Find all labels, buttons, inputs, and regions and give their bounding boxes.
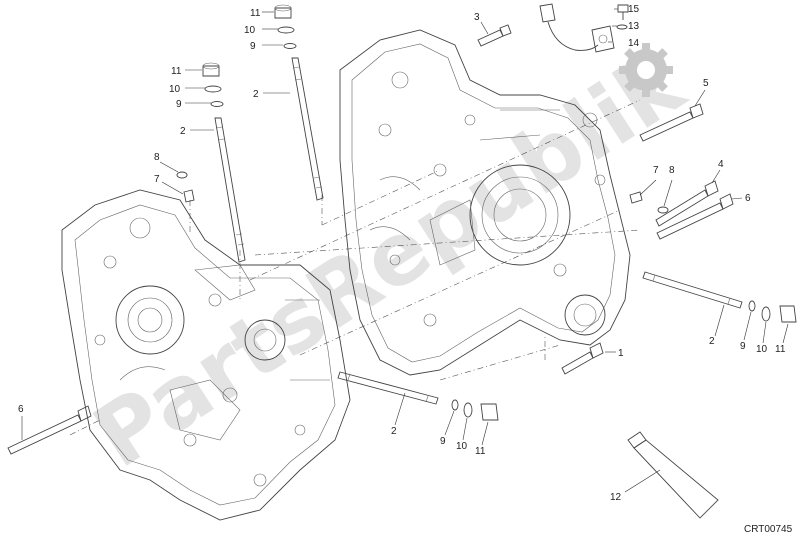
sensor-14: [539, 3, 615, 53]
sealant-tube-12: [627, 431, 719, 519]
callout-6: 6: [745, 193, 751, 204]
dowel-7-right: [629, 191, 643, 204]
callout-9: 9: [740, 341, 746, 352]
callout-7: 7: [154, 174, 160, 185]
sealing-ring-9-right: [748, 300, 756, 312]
callout-8: 8: [669, 165, 675, 176]
screw-15: [617, 4, 629, 20]
bolt-1: [561, 342, 604, 375]
callout-11: 11: [250, 8, 261, 19]
callout-2: 2: [709, 336, 715, 347]
callout-6: 6: [18, 404, 24, 415]
callout-1: 1: [618, 348, 624, 359]
callout-13: 13: [628, 21, 640, 32]
stud-2-center: [291, 57, 324, 201]
washer-10-right: [761, 306, 771, 322]
callout-10: 10: [756, 344, 768, 355]
callout-2: 2: [253, 89, 259, 100]
callout-2: 2: [180, 126, 186, 137]
callout-15: 15: [628, 4, 640, 15]
watermark-text: PartsRepublik: [77, 33, 702, 487]
washer-10-bottom: [463, 402, 473, 418]
callout-5: 5: [703, 78, 709, 89]
callout-3: 3: [474, 12, 480, 23]
nut-11-left: [202, 62, 220, 77]
bolt-6-right: [656, 193, 734, 240]
washer-10-left: [204, 85, 222, 93]
nut-11-right: [779, 305, 797, 323]
callout-9: 9: [176, 99, 182, 110]
callout-9: 9: [440, 436, 446, 447]
callout-labels: 11 10 9 2 11 10 9 2 8 7 3 15 13 14 5 7 8…: [18, 4, 786, 503]
stud-2-bottom: [337, 371, 439, 405]
callout-7: 7: [653, 165, 659, 176]
callout-11: 11: [171, 66, 182, 77]
callout-4: 4: [718, 159, 724, 170]
left-crankcase-half: [61, 189, 351, 521]
bolt-3: [477, 24, 512, 47]
callout-10: 10: [169, 84, 181, 95]
callout-11: 11: [475, 446, 486, 457]
bolt-4: [655, 180, 719, 227]
callout-10: 10: [244, 25, 256, 36]
stud-2-left: [214, 117, 246, 263]
sealing-ring-9-left: [210, 101, 224, 107]
callout-14: 14: [628, 38, 640, 49]
nut-11-center: [274, 4, 292, 19]
callout-10: 10: [456, 441, 468, 452]
alignment-lines: [69, 99, 641, 436]
gear-icon: [619, 43, 673, 97]
callout-8: 8: [154, 152, 160, 163]
bolt-6-left: [7, 405, 92, 455]
callout-11: 11: [775, 344, 786, 355]
washer-13: [616, 24, 628, 30]
callout-12: 12: [610, 492, 622, 503]
callout-9: 9: [250, 41, 256, 52]
right-crankcase-half: [339, 29, 631, 376]
o-ring-8-left: [176, 171, 188, 179]
callout-2: 2: [391, 426, 397, 437]
stud-2-right: [642, 271, 743, 309]
bolt-5: [639, 103, 704, 142]
leader-lines: [21, 8, 789, 493]
diagram-code: CRT00745: [744, 524, 793, 535]
nut-11-bottom: [480, 403, 499, 421]
washer-10-center: [277, 26, 295, 34]
o-ring-8-right: [657, 206, 669, 214]
sealing-ring-9-bottom: [451, 399, 459, 411]
sealing-ring-9-center: [283, 43, 297, 49]
dowel-7-left: [183, 189, 195, 203]
